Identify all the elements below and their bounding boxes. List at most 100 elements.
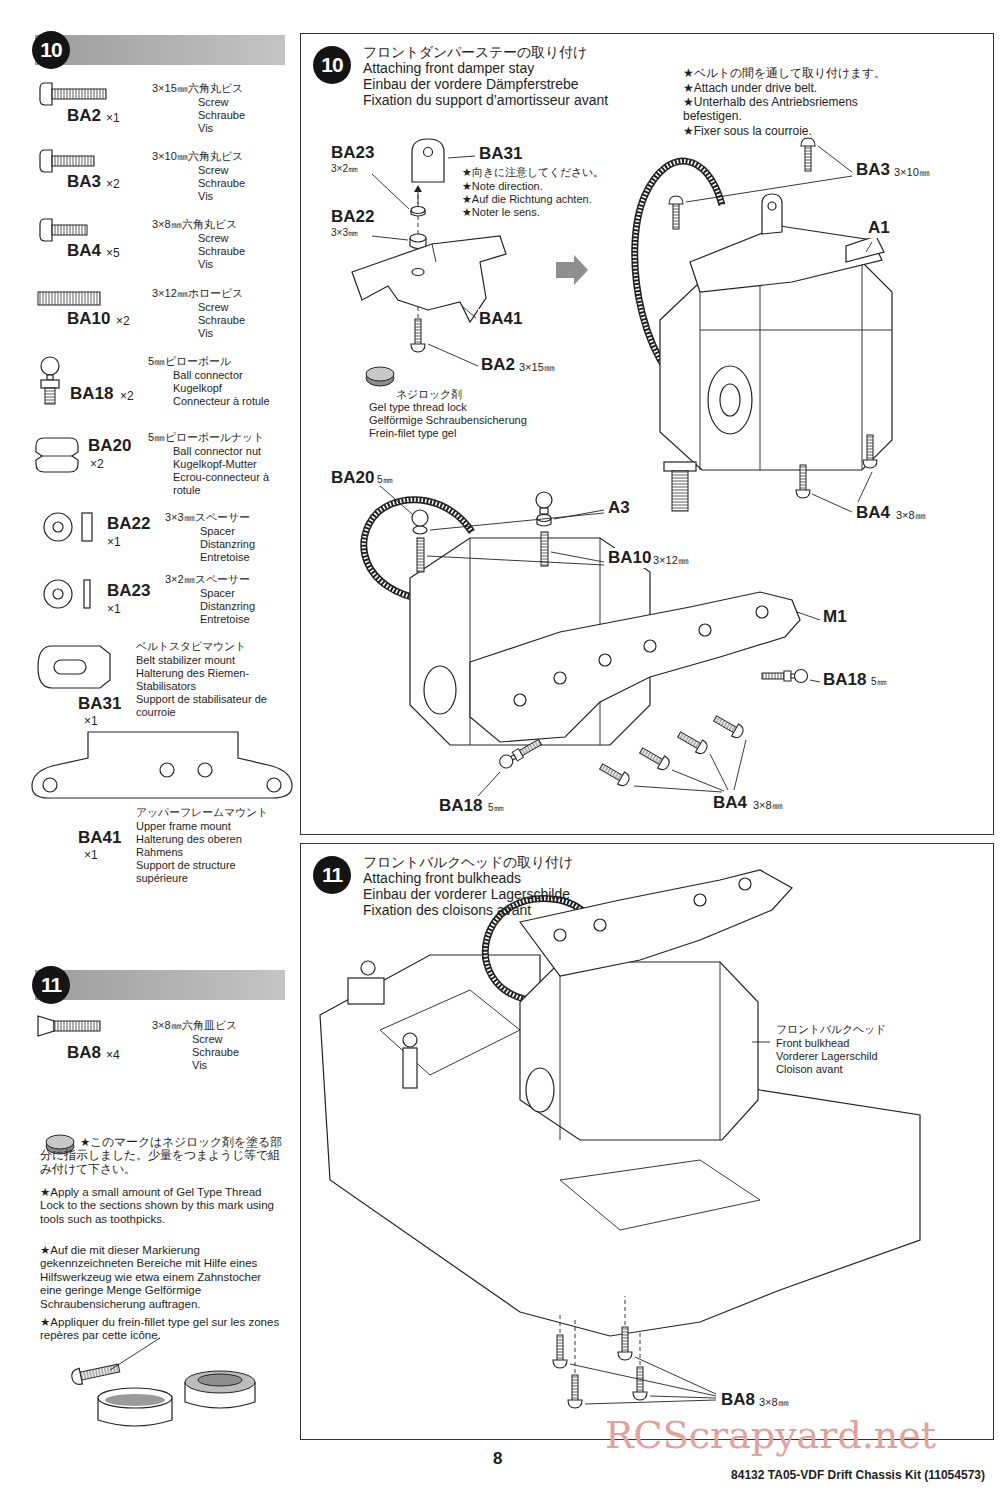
part-text: Support de stabilisateur de courroie (136, 693, 286, 719)
part-text: ★Auf die Richtung achten. (462, 193, 592, 206)
chassis-assembly (320, 870, 920, 1408)
part-code: BA4 (712, 793, 748, 813)
part-text: 3×3㎜スペーサー (165, 511, 250, 524)
step-number: 10 (32, 31, 70, 69)
part-text: Entretoise (200, 551, 250, 564)
part-text: 3×12㎜ (652, 554, 690, 567)
part-code: BA10 (67, 309, 110, 329)
part-code: BA4 (67, 241, 101, 261)
step-heading: Fixation du support d’amortisseur avant (363, 92, 993, 108)
part-code: BA20 (88, 436, 131, 456)
part-text: Screw (198, 96, 229, 109)
part-text: 3×10㎜ (893, 166, 931, 179)
part-text: Spacer (200, 525, 235, 538)
part-text: ★ベルトの間を通して取り付けます。 (683, 66, 886, 80)
step-heading: Fixation des cloisons avant (363, 902, 993, 918)
part-code: BA41 (478, 309, 523, 329)
part-text: ×5 (106, 246, 120, 260)
part-code: BA31 (478, 144, 523, 164)
part-text: 5㎜ (870, 676, 888, 688)
step-number: 11 (313, 856, 351, 894)
watermark: RCScrapyard.net (605, 1413, 936, 1457)
part-text: 3×8㎜ (895, 509, 927, 522)
part-text: 3×2㎜ (330, 163, 359, 175)
part-text: Distanzring (200, 600, 255, 613)
step-heading: Einbau der vordere Dämpferstrebe (363, 76, 993, 92)
part-text: 5㎜ピローボール (148, 355, 231, 368)
part-text: フロントバルクヘッド (775, 1023, 887, 1036)
part-text: 3×2㎜スペーサー (165, 573, 250, 586)
part-text: 3×15㎜六角丸ビス (152, 82, 243, 95)
part-text: ×1 (107, 535, 121, 549)
step-heading: Einbau der vorderer Lagerschilde (363, 886, 993, 902)
part-text: 3×10㎜六角丸ビス (152, 150, 243, 163)
part-text: ベルトスタビマウント (136, 640, 246, 653)
part-text: 5㎜ピローボールナット (148, 431, 264, 444)
part-code: BA18 (70, 384, 113, 404)
part-text: Schraube (198, 314, 245, 327)
footer-title: 84132 TA05-VDF Drift Chassis Kit (110545… (731, 1468, 985, 1482)
step-heading: Attaching front bulkheads (363, 870, 993, 886)
part-code: BA4 (855, 503, 891, 523)
part-text: ★向きに注意してください。 (462, 166, 604, 179)
part-text: Kugelkopf-Mutter (173, 458, 257, 471)
step-heading: フロントバルクヘッドの取り付け (363, 854, 993, 870)
part-code: BA10 (607, 548, 652, 568)
part-text: ×1 (107, 602, 121, 616)
part-text: Schraube (198, 245, 245, 258)
part-text: Screw (198, 232, 229, 245)
part-text: Halterung des Riemen-Stabilisators (136, 667, 286, 693)
part-text: ★Fixer sous la courroie. (683, 124, 812, 138)
part-text: アッパーフレームマウント (136, 806, 268, 819)
part-text: Ball connector nut (173, 445, 261, 458)
part-text: Vis (198, 327, 213, 340)
gearbox-assembly-upper (635, 138, 892, 512)
part-code: BA18 (822, 670, 867, 690)
part-code: BA23 (330, 143, 375, 163)
part-text: ×2 (90, 457, 104, 471)
part-text: Ball connector (173, 369, 243, 382)
part-code: A1 (867, 218, 891, 238)
part-text: ×1 (84, 714, 98, 728)
part-text: ×2 (120, 389, 134, 403)
part-text: 5㎜ (376, 474, 394, 486)
part-text: Vis (198, 190, 213, 203)
part-text: Kugelkopf (173, 382, 222, 395)
part-code: BA23 (107, 581, 150, 601)
part-text: Schraube (198, 109, 245, 122)
part-text: Entretoise (200, 613, 250, 626)
part-code: A3 (607, 498, 631, 518)
part-text: 3×3㎜ (330, 227, 359, 239)
part-text: 3×12㎜ホロービス (152, 287, 243, 300)
part-text: ★Auf die mit dieser Markierung gekennzei… (40, 1244, 285, 1311)
part-code: BA8 (720, 1390, 756, 1410)
part-text: Schraube (192, 1046, 239, 1059)
part-text: Screw (192, 1033, 223, 1046)
part-text: Gelförmige Schraubensicherung (368, 414, 528, 427)
part-text: 5㎜ (487, 802, 505, 814)
part-text: Support de structure supérieure (136, 859, 276, 885)
part-code: BA18 (438, 796, 483, 816)
gearbox-assembly-lower (364, 462, 820, 796)
part-text: ★Apply a small amount of Gel Type Thread… (40, 1186, 285, 1226)
part-text: ★Noter le sens. (462, 206, 540, 219)
part-text: Screw (198, 301, 229, 314)
part-text: Vis (192, 1059, 207, 1072)
part-code: M1 (822, 607, 848, 627)
part-text: ★Appliquer du frein-fillet type gel sur … (40, 1316, 285, 1343)
part-text: 3×8㎜ (752, 799, 784, 812)
part-text: Belt stabilizer mount (136, 654, 235, 667)
part-code: 8 (493, 1449, 502, 1469)
step-heading: フロントダンパーステーの取り付け (363, 44, 993, 60)
part-text: Schraube (198, 177, 245, 190)
part-code: BA8 (67, 1043, 101, 1063)
part-text: Spacer (200, 587, 235, 600)
part-text: Upper frame mount (136, 820, 231, 833)
part-code: BA2 (480, 355, 516, 375)
step-panel: 11 フロントバルクヘッドの取り付けAttaching front bulkhea… (300, 843, 994, 1440)
part-text: ×2 (106, 177, 120, 191)
part-code: BA2 (67, 106, 101, 126)
part-text: Cloison avant (775, 1063, 844, 1076)
part-text: ★Unterhalb des Antriebsriemens befestige… (683, 95, 883, 123)
